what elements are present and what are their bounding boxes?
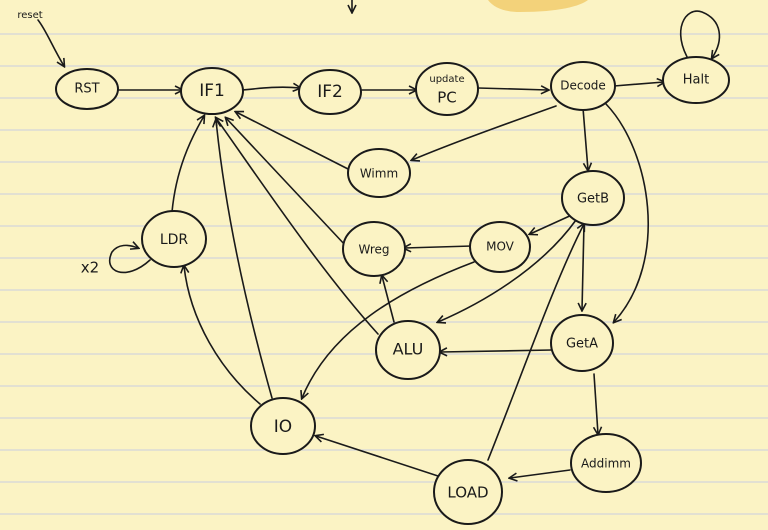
- label-wimm: Wimm: [360, 167, 398, 181]
- edge-io-ldr: [184, 266, 261, 405]
- label-ldr-loop: x2: [81, 259, 99, 277]
- label-if2: IF2: [317, 82, 343, 102]
- edge-mov-wreg: [404, 246, 473, 248]
- node-wimm: [347, 148, 411, 198]
- label-halt: Halt: [683, 73, 709, 88]
- label-load: LOAD: [447, 484, 488, 502]
- edge-updatepc-decode: [477, 88, 548, 90]
- label-if1: IF1: [199, 81, 225, 101]
- node-update-pc: [415, 62, 479, 116]
- label-getb: GetB: [577, 192, 609, 207]
- edge-getb-geta: [582, 223, 584, 310]
- nodes: [55, 56, 730, 525]
- label-geta: GetA: [566, 337, 598, 352]
- label-addimm: Addimm: [581, 457, 631, 471]
- edges: [37, 0, 721, 478]
- label-mov: MOV: [486, 240, 515, 254]
- edge-getb-alu: [438, 219, 577, 322]
- edge-decode-halt: [613, 82, 664, 86]
- edge-geta-alu: [440, 350, 553, 352]
- edge-mov-io: [302, 261, 475, 398]
- edge-load-io: [316, 436, 439, 477]
- node-ldr: [141, 210, 207, 268]
- label-alu: ALU: [393, 340, 424, 359]
- node-getb: [561, 170, 625, 226]
- sticky-note: [488, 0, 588, 12]
- edge-io-if1: [216, 120, 273, 399]
- node-if2: [298, 69, 362, 115]
- edge-wreg-if1: [226, 118, 347, 247]
- edge-addimm-load: [510, 469, 571, 478]
- node-halt: [662, 56, 730, 104]
- label-update-pc-top: update: [429, 74, 464, 85]
- node-wreg: [342, 221, 406, 277]
- edge-ldr-self: [109, 245, 151, 274]
- edge-load-getb: [487, 224, 584, 461]
- node-alu: [375, 320, 441, 380]
- edge-decode-getb: [582, 107, 588, 170]
- edge-reset-rst: [37, 19, 64, 66]
- edge-getb-mov: [530, 213, 575, 234]
- labels: RST IF1 IF2 update PC Decode Halt Wimm G…: [17, 10, 709, 502]
- edge-geta-addimm: [594, 373, 598, 434]
- edge-if1-if2: [242, 87, 300, 90]
- edge-ldr-if1: [171, 116, 204, 213]
- label-decode: Decode: [560, 79, 606, 93]
- edge-wimm-if1: [236, 112, 351, 171]
- label-update-pc-bottom: PC: [437, 89, 457, 107]
- label-ldr: LDR: [160, 232, 189, 248]
- node-addimm: [570, 433, 642, 493]
- node-rst: [55, 68, 119, 110]
- node-load: [433, 459, 503, 525]
- edge-decode-geta: [605, 103, 649, 322]
- edge-halt-self: [679, 10, 721, 63]
- label-rst: RST: [74, 82, 99, 97]
- node-if1: [180, 67, 244, 115]
- node-geta: [550, 314, 614, 372]
- label-wreg: Wreg: [359, 243, 390, 257]
- edge-decode-wimm: [412, 105, 557, 160]
- edge-alu-wreg: [382, 276, 395, 323]
- edge-alu-if1: [216, 118, 379, 335]
- node-io: [250, 397, 316, 455]
- label-io: IO: [274, 417, 292, 437]
- node-mov: [469, 221, 531, 273]
- node-decode: [550, 61, 616, 111]
- label-reset: reset: [17, 10, 42, 21]
